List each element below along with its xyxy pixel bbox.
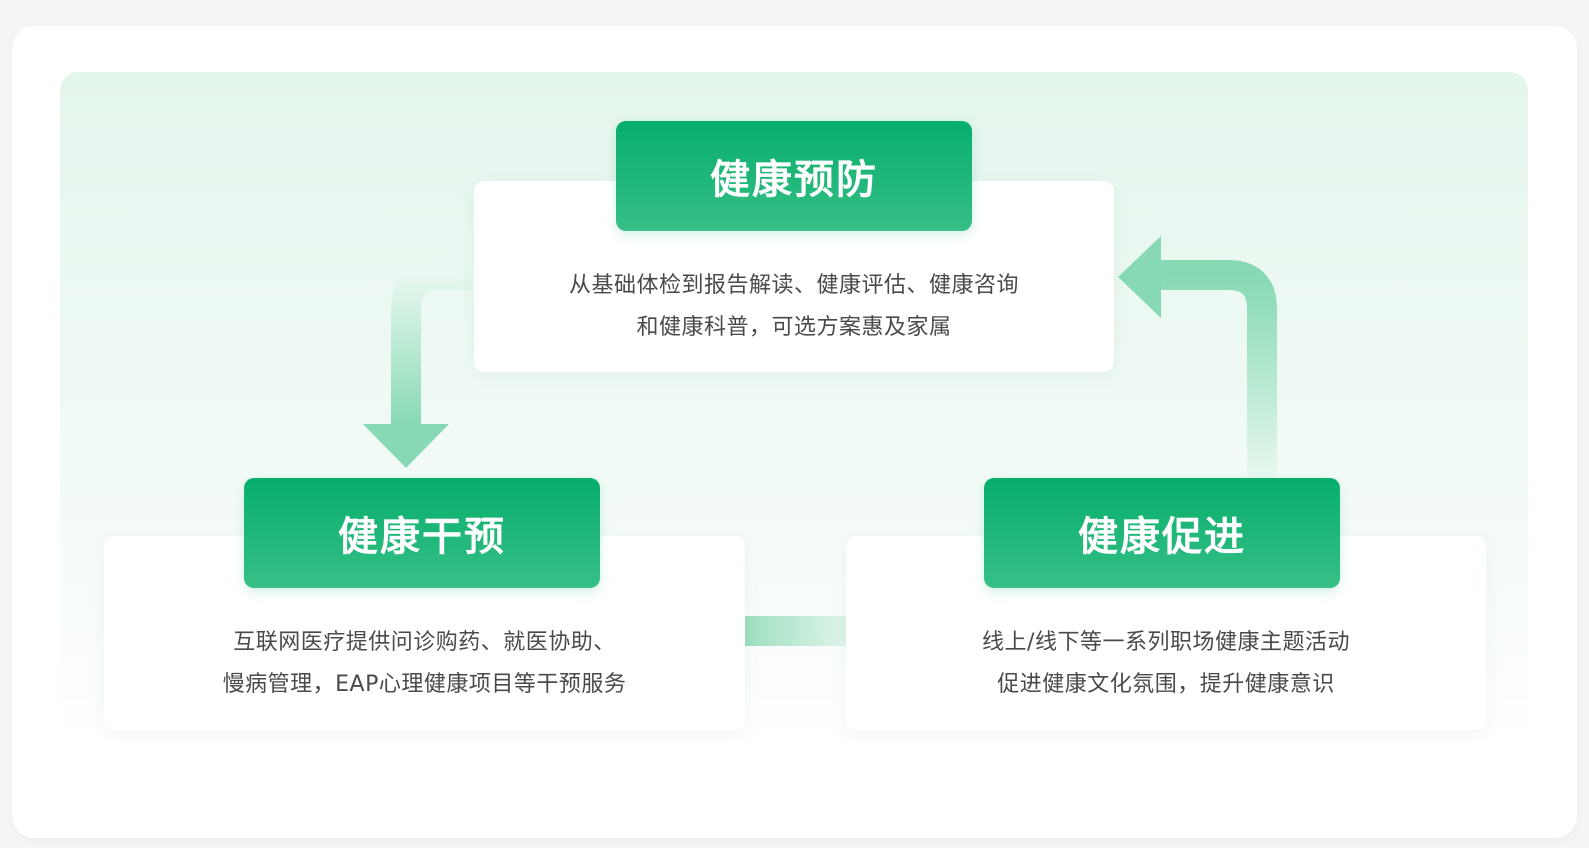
arrow-prevention-to-intervention bbox=[363, 260, 472, 468]
promotion-title: 健康促进 bbox=[984, 478, 1340, 588]
promotion-desc-line2: 促进健康文化氛围，提升健康意识 bbox=[997, 672, 1335, 697]
prevention-desc-line2: 和健康科普，可选方案惠及家属 bbox=[636, 315, 952, 340]
prevention-desc-line1: 从基础体检到报告解读、健康评估、健康咨询 bbox=[568, 273, 1019, 298]
arrow-promotion-to-prevention bbox=[1118, 236, 1277, 478]
prevention-card: 从基础体检到报告解读、健康评估、健康咨询 和健康科普，可选方案惠及家属 bbox=[474, 181, 1114, 372]
connector-intervention-promotion bbox=[744, 616, 846, 646]
prevention-title: 健康预防 bbox=[616, 121, 972, 231]
promotion-desc-line1: 线上/线下等一系列职场健康主题活动 bbox=[982, 630, 1350, 655]
intervention-desc-line2: 慢病管理，EAP心理健康项目等干预服务 bbox=[222, 672, 627, 697]
intervention-description: 互联网医疗提供问诊购药、就医协助、 慢病管理，EAP心理健康项目等干预服务 bbox=[104, 622, 745, 706]
prevention-description: 从基础体检到报告解读、健康评估、健康咨询 和健康科普，可选方案惠及家属 bbox=[474, 265, 1114, 349]
intervention-title: 健康干预 bbox=[244, 478, 600, 588]
intervention-desc-line1: 互联网医疗提供问诊购药、就医协助、 bbox=[233, 630, 616, 655]
promotion-description: 线上/线下等一系列职场健康主题活动 促进健康文化氛围，提升健康意识 bbox=[846, 622, 1486, 706]
